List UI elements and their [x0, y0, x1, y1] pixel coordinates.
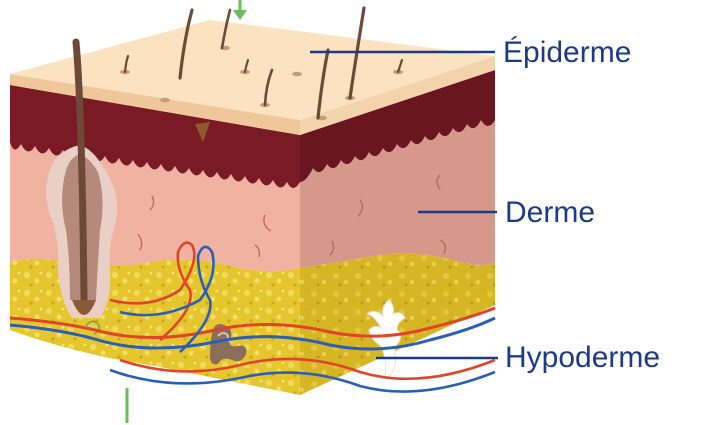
green-arrow-top — [233, 0, 247, 20]
dermis-label: Derme — [505, 196, 595, 229]
hypodermis-label: Hypoderme — [505, 341, 660, 374]
epidermis-label: Épiderme — [503, 36, 631, 69]
